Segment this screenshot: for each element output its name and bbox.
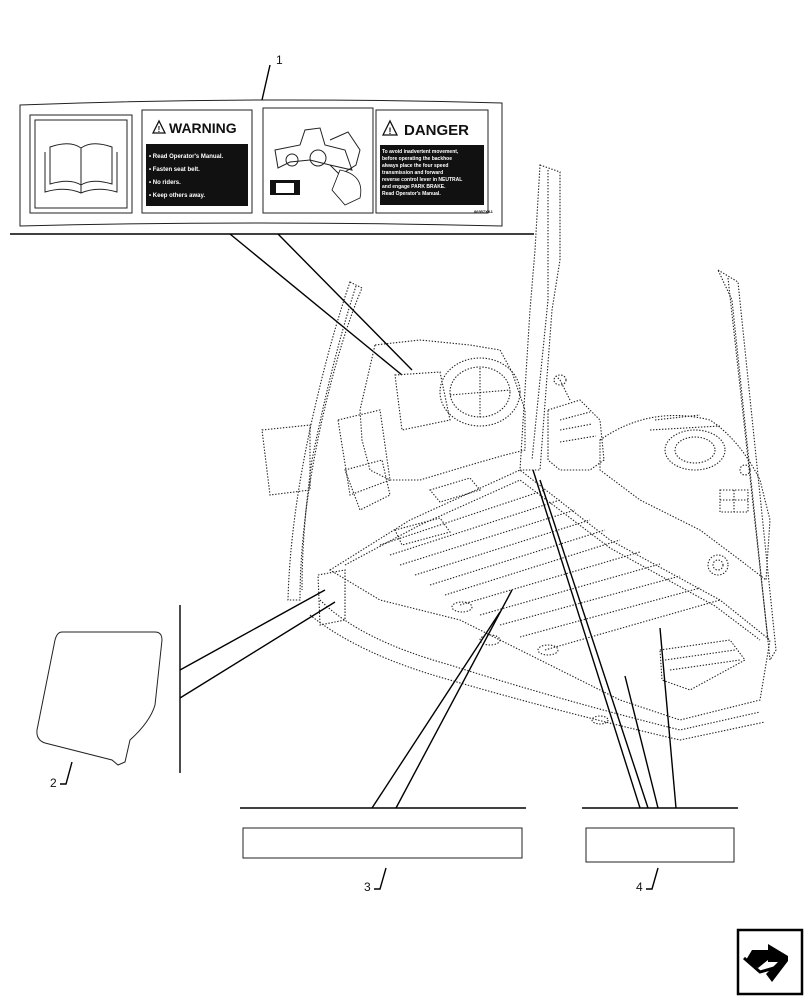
warning-panel: ! WARNING • Read Operator's Manual. • Fa… (146, 119, 248, 206)
callout-4: 4 (636, 880, 643, 894)
danger-line-6: and engage PARK BRAKE. (382, 184, 446, 190)
callout-2-leader (60, 761, 73, 785)
danger-line-2: before operating the backhoe (382, 156, 452, 162)
decal-item-1: ! WARNING • Read Operator's Manual. • Fa… (19, 99, 503, 227)
callout-3-leader (374, 867, 387, 890)
danger-line-7: Read Operator's Manual. (382, 191, 441, 197)
item-3-pointer-a (371, 611, 501, 809)
warning-triangle-icon: ! (151, 119, 167, 134)
item-2-pointer-a (179, 589, 326, 671)
callout-1-leader (261, 64, 271, 101)
item-3-label-blank (242, 827, 523, 859)
warning-line-2: • Fasten seat belt. (149, 167, 200, 173)
item-4-pointer-a (532, 469, 641, 809)
backhoe-loader-icon (270, 127, 362, 206)
next-page-arrow-icon[interactable] (736, 928, 804, 996)
item-3-pointer-b (395, 589, 513, 809)
item-4-pointer-c (624, 675, 659, 809)
danger-panel: ! DANGER To avoid inadvertent movement, … (380, 119, 484, 205)
danger-line-5: reverse control lever in NEUTRAL (382, 177, 462, 183)
item-2-pointer-b (179, 601, 336, 699)
operator-station-drawing (261, 164, 777, 741)
callout-1: 1 (276, 53, 283, 67)
floor-decal-item-2 (36, 631, 163, 766)
decal-1-pointer-a (229, 233, 403, 376)
warning-line-1: • Read Operator's Manual. (149, 154, 224, 160)
item-4-pointer-d (659, 627, 677, 809)
callout-4-leader (646, 867, 659, 890)
callout-2: 2 (50, 776, 57, 790)
warning-line-4: • Keep others away. (149, 193, 205, 199)
decal-code: 86957XA1 (474, 209, 494, 214)
danger-line-4: transmission and forward (382, 170, 443, 176)
callout-3: 3 (364, 880, 371, 894)
warning-title: WARNING (169, 120, 237, 136)
item-4-pointer-b (539, 479, 649, 809)
open-book-icon (44, 143, 118, 194)
warning-line-3: • No riders. (149, 180, 181, 186)
item-4-label-blank (585, 827, 735, 863)
danger-line-3: always place the four speed (382, 163, 448, 169)
svg-text:!: ! (158, 125, 161, 134)
danger-title: DANGER (404, 122, 469, 139)
svg-text:!: ! (389, 126, 392, 136)
danger-line-1: To avoid inadvertent movement, (382, 149, 459, 155)
decal-1-pointer-b (277, 233, 413, 371)
warning-triangle-icon: ! (381, 119, 399, 136)
